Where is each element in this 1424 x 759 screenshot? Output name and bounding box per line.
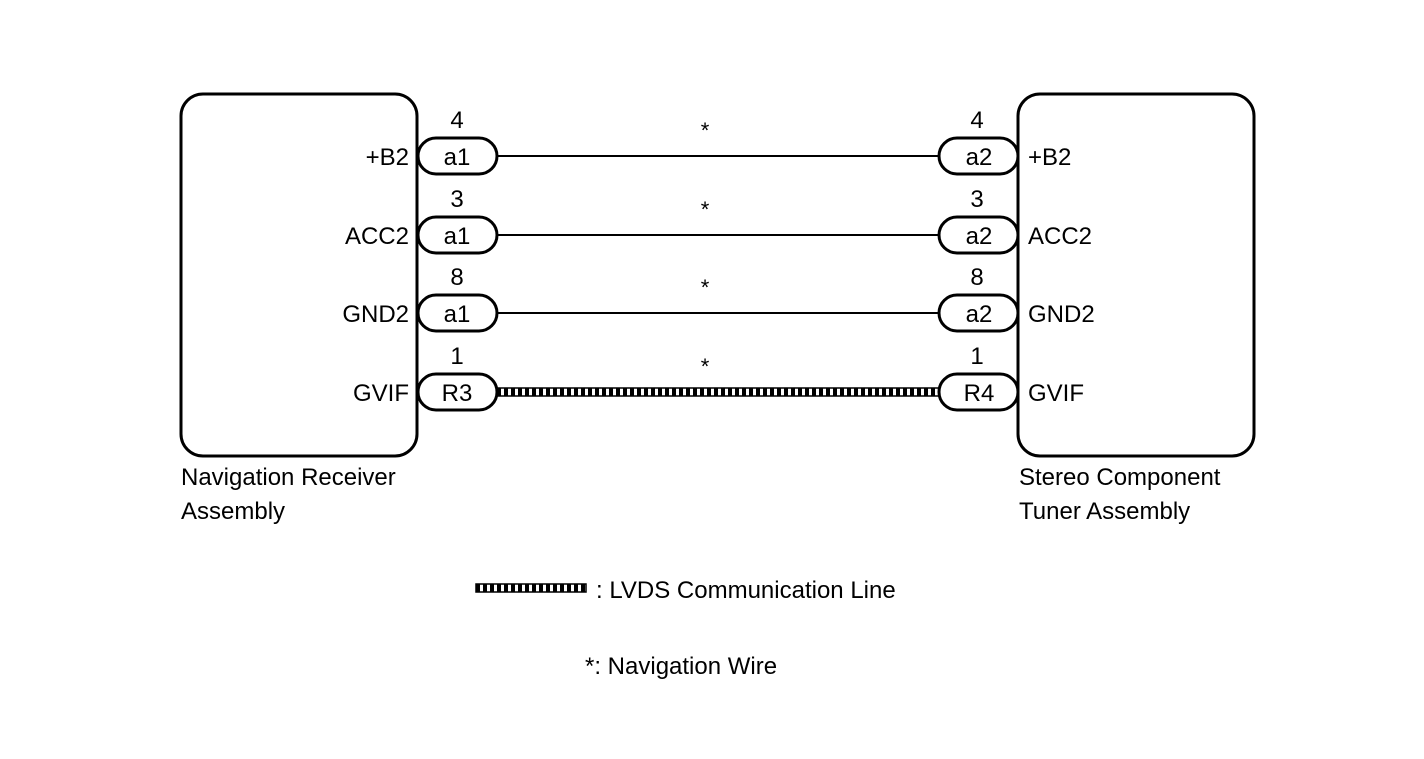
left-component-name-line2: Assembly — [181, 498, 285, 525]
right-pin-number: 1 — [970, 343, 983, 370]
left-pin-number: 3 — [450, 186, 463, 213]
navigation-wire-mark: * — [701, 275, 710, 300]
lvds-legend-text: : LVDS Communication Line — [596, 577, 896, 604]
left-pin-number: 1 — [450, 343, 463, 370]
right-connector-pill — [937, 136, 1020, 176]
legend: : LVDS Communication Line *: Navigation … — [475, 577, 896, 680]
right-pin-number: 4 — [970, 107, 983, 134]
right-pin-number: 8 — [970, 264, 983, 291]
right-connector-code: R4 — [964, 380, 995, 407]
left-component-name-line1: Navigation Receiver — [181, 464, 396, 491]
left-terminal-label: +B2 — [366, 144, 409, 171]
left-terminal-label: ACC2 — [345, 223, 409, 250]
right-connector-pill — [937, 215, 1020, 255]
right-terminal-label: ACC2 — [1028, 223, 1092, 250]
right-pin-number: 3 — [970, 186, 983, 213]
navigation-wire-mark: * — [701, 118, 710, 143]
right-component-name-line2: Tuner Assembly — [1019, 498, 1190, 525]
left-terminal-label: GND2 — [342, 301, 409, 328]
navigation-wire-mark: * — [701, 354, 710, 379]
left-connector-code: a1 — [444, 223, 471, 250]
right-connector-pill — [937, 372, 1020, 412]
left-pin-number: 8 — [450, 264, 463, 291]
right-connector-code: a2 — [966, 144, 993, 171]
left-connector-code: a1 — [444, 144, 471, 171]
right-connector-pill — [937, 293, 1020, 333]
right-terminal-label: GND2 — [1028, 301, 1095, 328]
right-terminal-label: +B2 — [1028, 144, 1071, 171]
wire-row: +B2 a1 4 * a2 4 +B2 — [366, 107, 1071, 176]
left-connector-code: a1 — [444, 301, 471, 328]
right-component-name-line1: Stereo Component — [1019, 464, 1221, 491]
navigation-wire-mark: * — [701, 197, 710, 222]
left-pin-number: 4 — [450, 107, 463, 134]
lvds-legend-symbol — [475, 583, 587, 593]
right-terminal-label: GVIF — [1028, 380, 1084, 407]
right-connector-code: a2 — [966, 301, 993, 328]
navigation-receiver-box — [179, 92, 419, 458]
left-terminal-label: GVIF — [353, 380, 409, 407]
stereo-tuner-box — [1016, 92, 1256, 458]
right-connector-code: a2 — [966, 223, 993, 250]
left-connector-code: R3 — [442, 380, 473, 407]
navigation-wire-legend-text: *: Navigation Wire — [585, 653, 777, 680]
